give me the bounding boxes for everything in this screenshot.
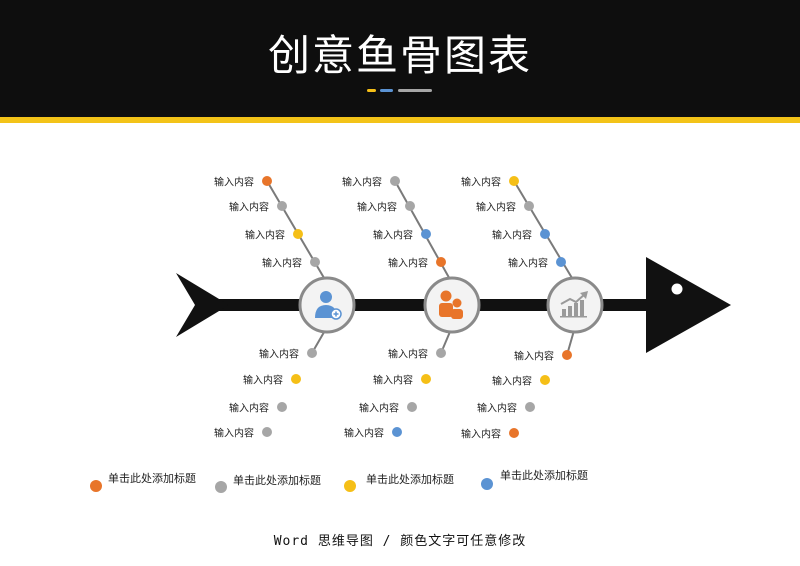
branch-dot [509,428,519,438]
header-accent-stripe [0,117,800,123]
branch-dot [540,375,550,385]
branch-label: 输入内容 [359,403,399,415]
branch-label: 输入内容 [492,230,532,242]
branch-label: 输入内容 [262,258,302,270]
branch-label: 输入内容 [492,376,532,388]
branch-label: 输入内容 [373,375,413,387]
branch-label: 输入内容 [373,230,413,242]
branch-dot [421,229,431,239]
legend-dot [215,481,227,493]
branch-dot [524,201,534,211]
branch-label: 输入内容 [243,375,283,387]
title-dash-2 [380,89,393,92]
legend-label: 单击此处添加标题 [233,474,321,487]
legend-dot [90,480,102,492]
branch-label: 输入内容 [357,202,397,214]
branch-dot [277,402,287,412]
fish-head [646,257,731,353]
title-dash-3 [398,89,432,92]
branch-dot [405,201,415,211]
legend-dot [344,480,356,492]
branch-dot [310,257,320,267]
growth-chart-icon [560,291,588,318]
fish-eye [671,283,683,295]
branch-label: 输入内容 [245,230,285,242]
legend-dot [481,478,493,490]
branch-label: 输入内容 [214,177,254,189]
branch-dot [509,176,519,186]
branch-dot [436,348,446,358]
branch-dot [277,201,287,211]
branch-dot [293,229,303,239]
branch-label: 输入内容 [388,349,428,361]
branch-label: 输入内容 [388,258,428,270]
page-title: 创意鱼骨图表 [267,31,532,80]
branch-dot [392,427,402,437]
user-add-icon [315,291,342,320]
branch-label: 输入内容 [342,177,382,189]
branch-label: 输入内容 [476,202,516,214]
branch-dot [562,350,572,360]
legend-label: 单击此处添加标题 [108,472,196,485]
branch-label: 输入内容 [477,403,517,415]
branch-dot [262,176,272,186]
node-1 [298,276,356,334]
branch-label: 输入内容 [259,349,299,361]
legend-label: 单击此处添加标题 [500,469,588,482]
legend-label: 单击此处添加标题 [366,473,454,486]
header-bar [0,0,800,117]
branch-label: 输入内容 [344,428,384,440]
branch-dot [421,374,431,384]
branch-dot [291,374,301,384]
branch-dot [436,257,446,267]
group-icon [439,290,463,319]
branch-label: 输入内容 [508,258,548,270]
branch-dot [556,257,566,267]
branch-dot [407,402,417,412]
branch-label: 输入内容 [461,429,501,441]
branch-dot [525,402,535,412]
branch-dot [307,348,317,358]
branch-dot [262,427,272,437]
branch-label: 输入内容 [229,403,269,415]
branch-dot [390,176,400,186]
branch-label: 输入内容 [229,202,269,214]
title-dash-1 [367,89,376,92]
footer-caption: Word 思维导图 / 颜色文字可任意修改 [273,534,527,549]
branch-label: 输入内容 [514,351,554,363]
fish-tail [176,273,229,337]
branch-label: 输入内容 [214,428,254,440]
branch-dot [540,229,550,239]
branch-label: 输入内容 [461,177,501,189]
